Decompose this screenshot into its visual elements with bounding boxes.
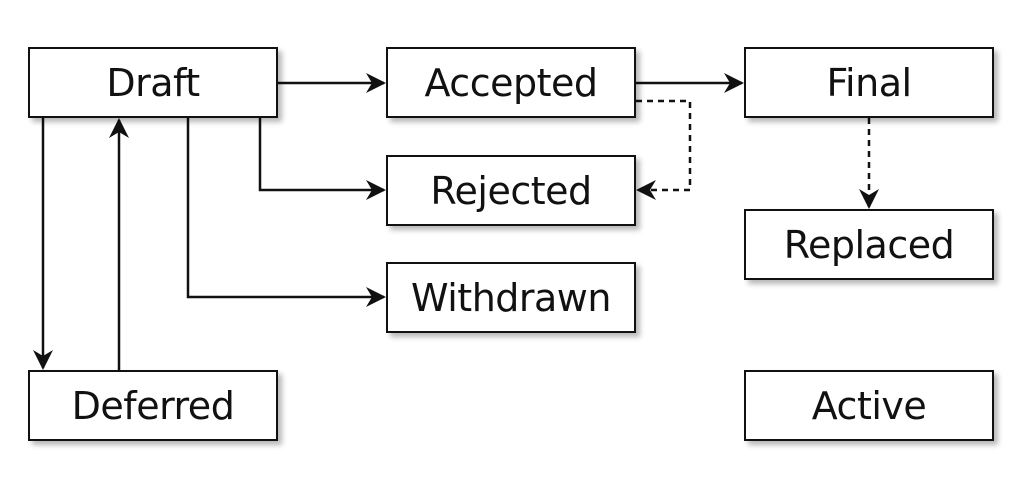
node-replaced-label: Replaced xyxy=(783,222,955,267)
node-deferred-label: Deferred xyxy=(71,383,235,428)
node-final: Final xyxy=(744,47,994,118)
edge-draft-to-withdrawn xyxy=(186,118,386,307)
node-withdrawn-label: Withdrawn xyxy=(411,275,611,320)
node-replaced: Replaced xyxy=(744,209,994,280)
node-rejected-label: Rejected xyxy=(430,168,592,213)
edge-draft-to-rejected xyxy=(258,118,386,200)
node-withdrawn: Withdrawn xyxy=(386,262,636,333)
node-accepted: Accepted xyxy=(386,47,636,118)
node-active: Active xyxy=(744,370,994,441)
node-rejected: Rejected xyxy=(386,155,636,226)
node-accepted-label: Accepted xyxy=(424,60,598,105)
node-draft-label: Draft xyxy=(106,60,200,105)
node-final-label: Final xyxy=(826,60,912,105)
node-active-label: Active xyxy=(811,383,927,428)
node-deferred: Deferred xyxy=(28,370,278,441)
edge-accepted-to-rejected xyxy=(636,99,692,200)
node-draft: Draft xyxy=(28,47,278,118)
